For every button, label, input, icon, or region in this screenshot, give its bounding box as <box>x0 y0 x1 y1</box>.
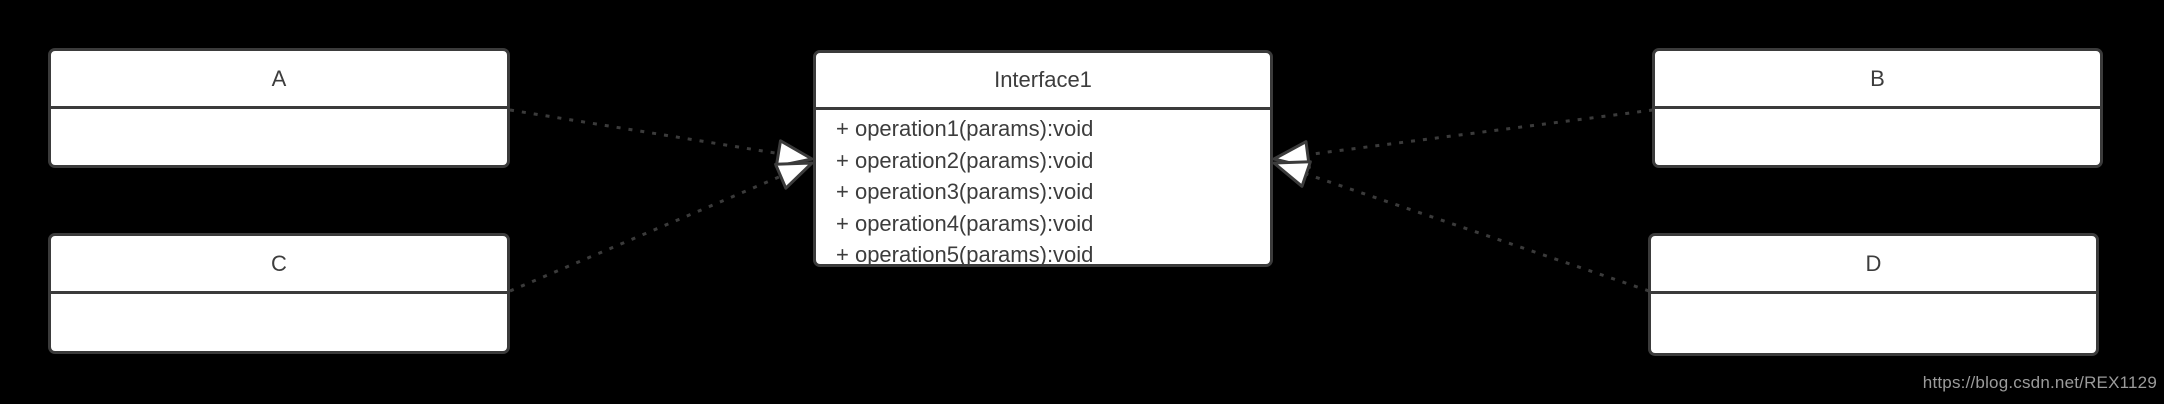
class-box-a-title: A <box>51 51 507 109</box>
operations-list: + operation1(params):void + operation2(p… <box>816 110 1270 264</box>
class-box-c-body <box>51 294 507 351</box>
operation-item: + operation5(params):void <box>836 242 1094 264</box>
interface-box: Interface1 + operation1(params):void + o… <box>813 50 1273 267</box>
realization-line-c-to-interface1 <box>509 161 813 293</box>
operation-item: + operation1(params):void <box>836 116 1094 141</box>
realization-line-a-to-interface1 <box>509 108 813 161</box>
operation-item: + operation3(params):void <box>836 179 1094 204</box>
operation-item: + operation4(params):void <box>836 210 1094 236</box>
realization-line-d-to-interface1 <box>1273 161 1650 293</box>
class-box-d-body <box>1651 294 2096 353</box>
interface-box-title: Interface1 <box>816 53 1270 110</box>
class-box-c-title: C <box>51 236 507 294</box>
hollow-triangle-arrowhead-d <box>1272 160 1312 188</box>
class-box-c: C <box>48 233 510 354</box>
class-box-b: B <box>1652 48 2103 168</box>
class-box-a: A <box>48 48 510 168</box>
hollow-triangle-arrowhead-c <box>774 161 814 190</box>
operation-item: + operation2(params):void <box>836 147 1094 173</box>
watermark-url: https://blog.csdn.net/REX1129 <box>1922 373 2157 392</box>
realization-line-b-to-interface1 <box>1273 108 1654 161</box>
class-box-b-body <box>1655 109 2100 165</box>
class-box-d-title: D <box>1651 236 2096 294</box>
class-box-a-body <box>51 109 507 165</box>
class-box-b-title: B <box>1655 51 2100 109</box>
class-box-d: D <box>1648 233 2099 356</box>
